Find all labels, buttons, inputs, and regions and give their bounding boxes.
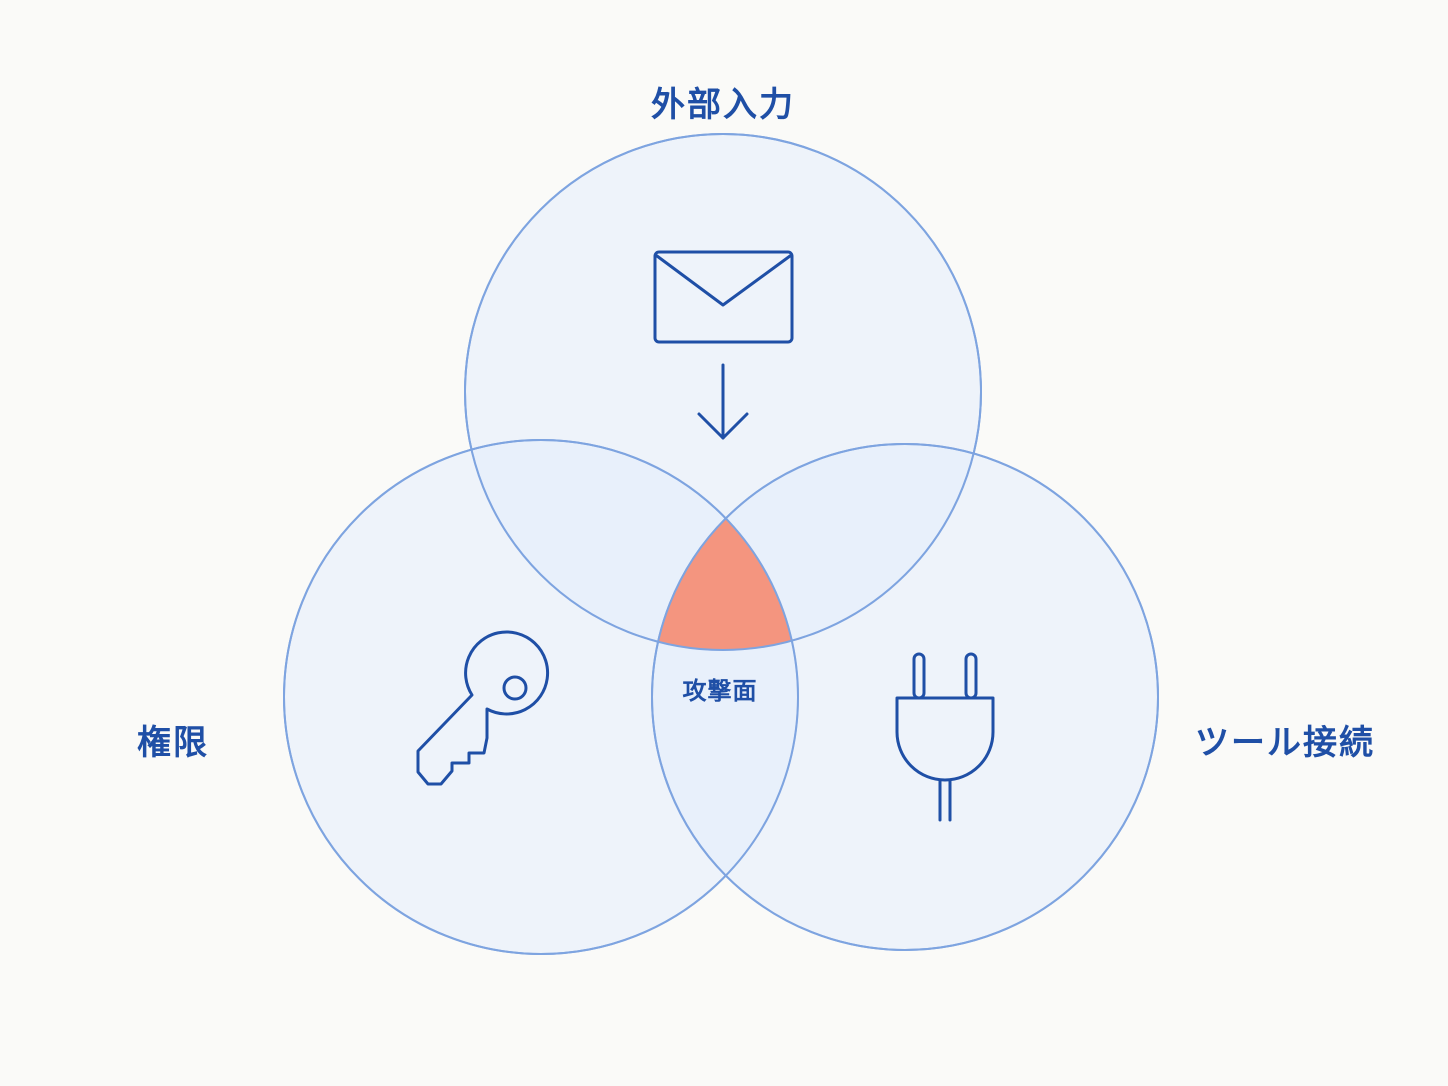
label-permissions: 権限: [137, 723, 209, 763]
circle-permissions-outline: [283, 439, 799, 955]
plug-icon: [895, 652, 995, 822]
label-tool-connection: ツール接続: [1195, 723, 1375, 763]
label-attack-surface: 攻撃面: [683, 677, 758, 705]
circle-tool-connection-outline: [651, 443, 1159, 951]
circle-external-input-outline: [464, 133, 982, 651]
arrow-down-icon: [697, 363, 749, 440]
key-icon: [416, 630, 550, 786]
envelope-icon: [653, 250, 794, 344]
label-external-input: 外部入力: [651, 85, 795, 125]
